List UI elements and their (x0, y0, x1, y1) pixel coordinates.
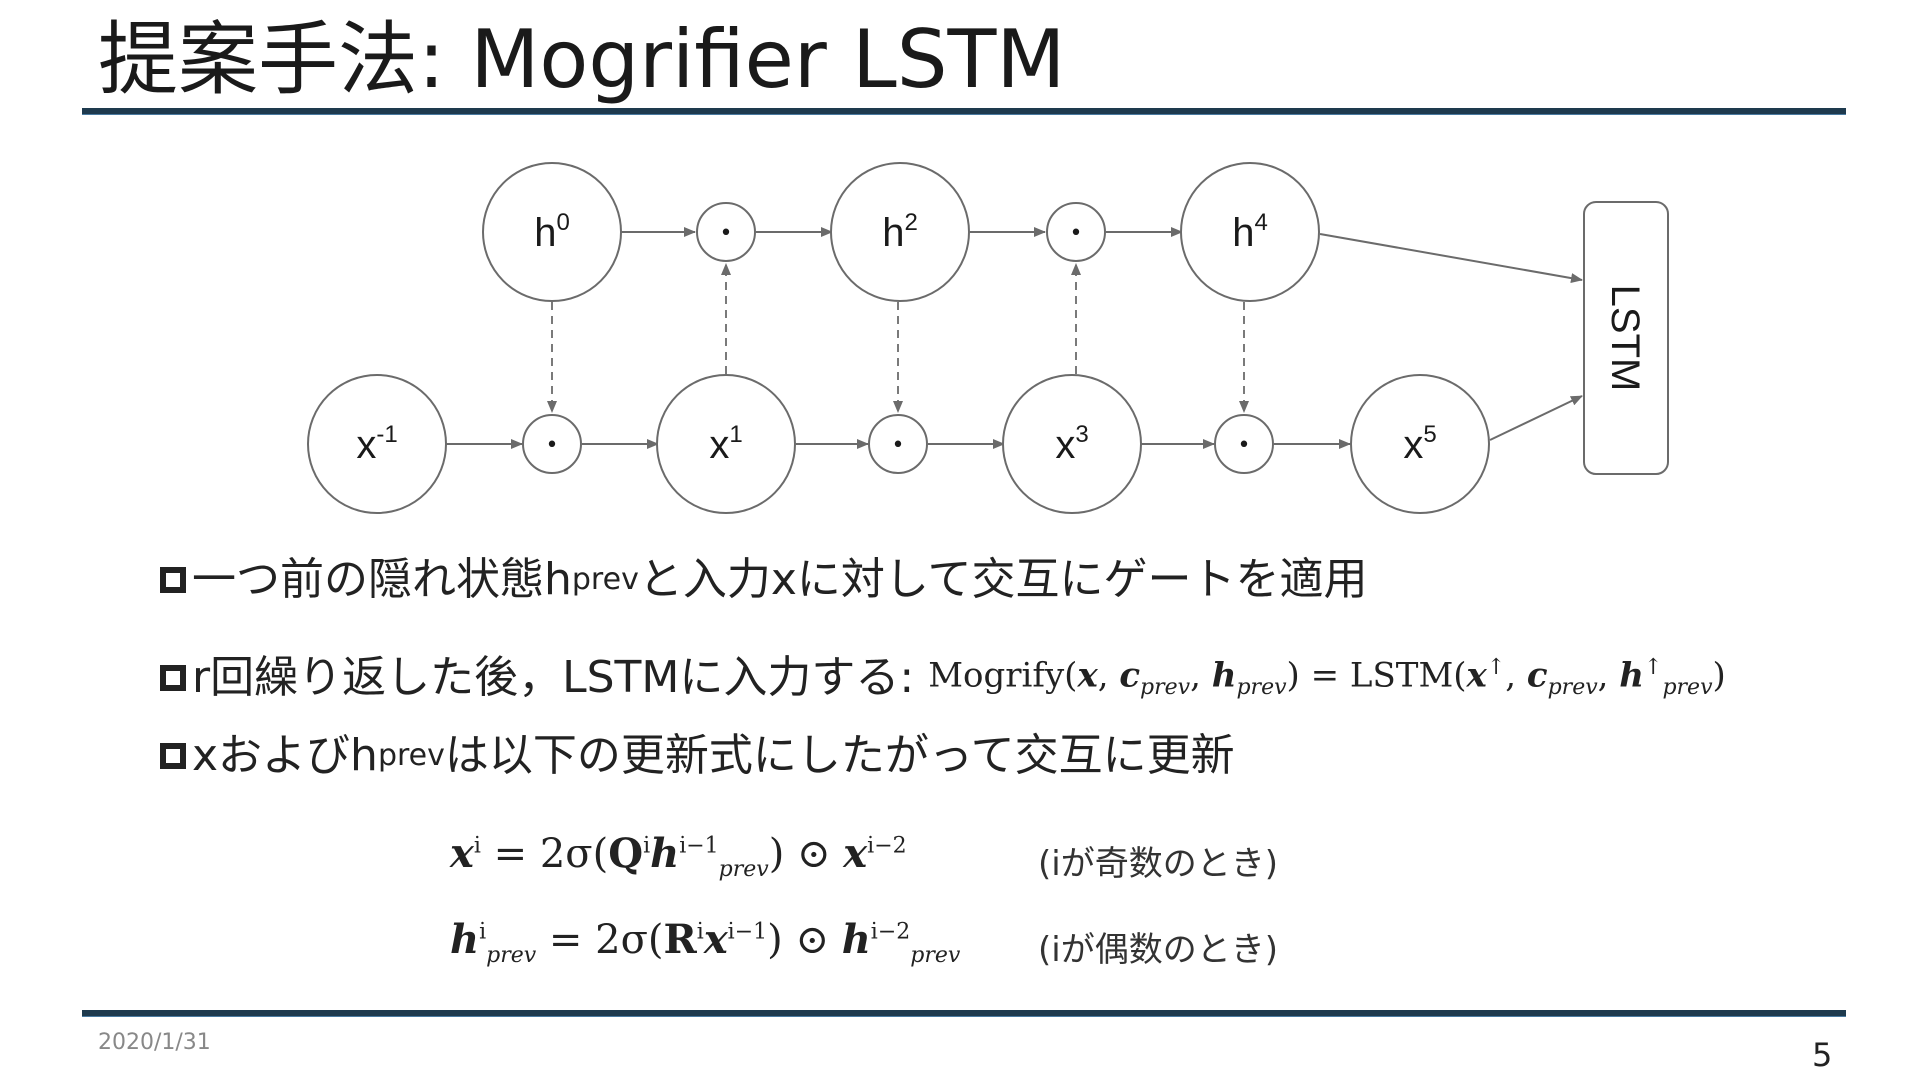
node-h0: h0 (482, 162, 622, 302)
equation-even-note: (iが偶数のとき) (1038, 930, 1278, 970)
gate-2: • (868, 414, 928, 474)
square-bullet-icon (160, 665, 186, 692)
svg-text:x3: x3 (1055, 421, 1088, 467)
svg-text:h2: h2 (882, 209, 918, 255)
svg-text:x1: x1 (709, 421, 742, 467)
mogrify-formula: Mogrify(x, cprev, hprev) = LSTM(x↑, cpre… (928, 655, 1726, 701)
node-x3: x3 (1002, 374, 1142, 514)
gate-0: • (522, 414, 582, 474)
slide-title: 提案手法: Mogrifier LSTM (98, 13, 1066, 106)
mogrifier-diagram: h0 • h2 • h4 x-1 • x1 • x3 • x5 (307, 162, 1669, 514)
node-h2: h2 (830, 162, 970, 302)
arrow-x5-lstm (1489, 395, 1583, 441)
svg-text:LSTM: LSTM (1603, 285, 1647, 392)
bullet-2: r回繰り返した後，LSTMに入力する: Mogrify(x, cprev, hp… (160, 640, 1726, 716)
node-x5: x5 (1350, 374, 1490, 514)
slide-date: 2020/1/31 (98, 1030, 211, 1055)
page-number: 5 (1812, 1036, 1833, 1074)
equation-even: hiprev = 2σ(Rixi−1) ⊙ hi−2prev (450, 916, 961, 968)
square-bullet-icon (160, 743, 186, 769)
svg-text:•: • (546, 433, 559, 458)
svg-text:•: • (1070, 221, 1083, 246)
arrow-h4-lstm (1319, 233, 1583, 284)
svg-text:h0: h0 (534, 209, 570, 255)
node-x-minus1: x-1 (307, 374, 447, 514)
footer-rule (82, 1010, 1846, 1017)
title-underline (82, 108, 1846, 115)
svg-text:x5: x5 (1403, 421, 1436, 467)
svg-text:•: • (1238, 433, 1251, 458)
equation-odd-note: (iが奇数のとき) (1038, 844, 1278, 884)
svg-text:•: • (720, 221, 733, 246)
svg-text:•: • (892, 433, 905, 458)
svg-text:x-1: x-1 (356, 421, 397, 467)
node-x1: x1 (656, 374, 796, 514)
equation-odd: xi = 2σ(Qihi−1prev) ⊙ xi−2 (450, 830, 907, 882)
node-h4: h4 (1180, 162, 1320, 302)
square-bullet-icon (160, 567, 186, 593)
svg-text:h4: h4 (1232, 209, 1268, 255)
lstm-box: LSTM (1583, 201, 1669, 475)
gate-1: • (696, 202, 756, 262)
gate-4: • (1214, 414, 1274, 474)
gate-3: • (1046, 202, 1106, 262)
